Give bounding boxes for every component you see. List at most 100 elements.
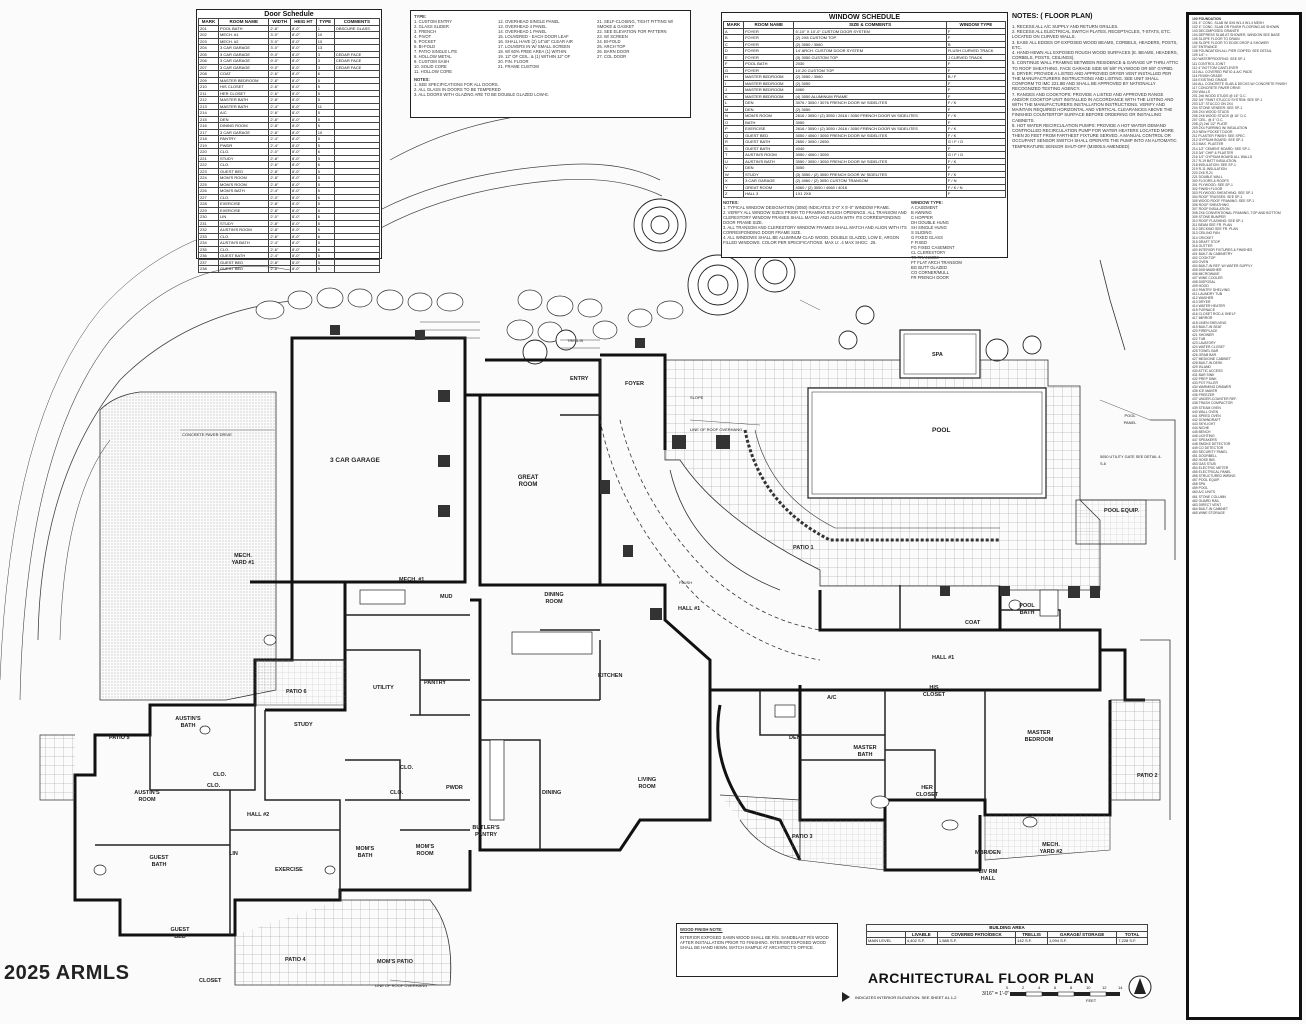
- room-label-clo1: CLO.: [213, 772, 227, 778]
- wood-finish-title: WOOD FINISH NOTE:: [680, 927, 723, 932]
- spec-legend-line: 435 ICE MAKER: [1192, 389, 1218, 394]
- door-type-item: 21. SELF-CLOSING, TIGHT FITTING W/: [597, 19, 674, 24]
- spec-legend-line: 464 BUILT-IN CABINET: [1192, 506, 1228, 511]
- elevation-marker-icon: [842, 992, 850, 1002]
- window-schedule-cell: MOM'S ROOM: [743, 112, 795, 120]
- door-schedule-cell: 5: [315, 265, 335, 273]
- window-type-item: C HOPPER: [911, 214, 933, 220]
- room-label-patio4: PATIO 4: [285, 957, 306, 963]
- floor-note-item: 8. HOT WATER RECIRCULATION PUMPS: PROVID…: [1012, 122, 1177, 149]
- spec-legend-line: 200 WALLS: [1192, 89, 1210, 94]
- window-schedule-cell: MASTER BEDROOM: [743, 86, 795, 94]
- window-schedule-cell: F: [945, 118, 1007, 126]
- door-type-item: 2. GLASS SLIDER: [414, 24, 449, 29]
- room-label-guest-bed: GUEST BED: [170, 927, 190, 940]
- door-schedule-header: HEIG HT: [289, 18, 317, 26]
- door-schedule-cell: MASTER BATH: [218, 102, 270, 110]
- spec-legend-line: 407 WINE COOLER: [1192, 276, 1223, 280]
- spec-legend-line: 101 4" CONC. SLAB W/ 6X6 W1.4 W1.4 MESH: [1192, 21, 1264, 26]
- room-label-master-bath: MASTER BATH: [853, 745, 877, 758]
- room-label-living-room: LIVING ROOM: [637, 777, 657, 790]
- door-type-item: 16. SHALL HAVE (2) 14"x6" CLEAR AIR: [498, 39, 573, 44]
- scale-mark: 0: [1006, 985, 1009, 990]
- spec-legend-line: 300 FLOORS & ROOFS: [1192, 178, 1229, 183]
- door-type-item: 13. OVERHEAD 4 PANEL: [498, 24, 547, 29]
- building-area-cell: 7,228 S.F.: [1116, 937, 1148, 945]
- legend-note: INDICATES INTERIOR ELEVATION: SEE SHEET …: [855, 995, 957, 1000]
- door-type-item: 23. W/ SCREEN: [597, 34, 628, 39]
- room-label-mud: MUD: [440, 594, 453, 600]
- spec-legend-line: 206 2X6 WOOD STUDS @ 16" O.C.: [1192, 114, 1248, 119]
- door-type-item: 3. FRENCH: [414, 29, 437, 34]
- window-schedule-cell: MASTER BEDROOM: [743, 79, 795, 87]
- spec-legend-line: 434 WARMING DRAWER: [1192, 385, 1232, 390]
- entry-walks: [339, 109, 663, 251]
- spec-legend-line: 220 2X6 R-21: [1192, 170, 1213, 175]
- wood-finish-note: WOOD FINISH NOTE: INTERIOR EXPOSED SAWN …: [676, 923, 838, 977]
- spec-legend-line: 425 TOWEL BAR: [1192, 348, 1219, 353]
- spec-legend-line: 218 INSULATION: SEE SP-1: [1192, 162, 1236, 167]
- room-label-clo3: CLO.: [400, 765, 414, 771]
- floor-plan-notes: NOTES: ( FLOOR PLAN) 1. RECESS ALL A/C S…: [1012, 13, 1180, 238]
- door-schedule-cell: [333, 83, 381, 91]
- window-type-item: BG BUTT GLAZED: [911, 264, 947, 270]
- spec-legend-line: 458 SPA: [1192, 482, 1206, 487]
- label-flush: FLUSH: [679, 580, 693, 585]
- spec-legend-line: 302 FINISH FLOOR: [1192, 186, 1223, 191]
- room-label-great-room: GREAT ROOM: [517, 475, 539, 488]
- room-label-his-closet: HIS CLOSET: [922, 685, 946, 698]
- spec-legend-line: 429 ISLAND: [1192, 365, 1211, 370]
- window-schedule-cell: F: [945, 92, 1007, 100]
- building-area-cell: MAIN LEVEL: [866, 937, 906, 945]
- floor-note-item: 5. CONTINUE WALL FRAMING BETWEEN RESIDEN…: [1012, 60, 1179, 71]
- building-area-title: BUILDING AREA: [866, 924, 1148, 932]
- spec-legend-line: 313 CEILING FAN: [1192, 231, 1220, 236]
- spec-legend-line: 459 POOL: [1192, 486, 1209, 491]
- room-label-ac: A/C: [827, 695, 837, 701]
- room-label-moms-room: MOM'S ROOM: [415, 844, 435, 857]
- room-label-clo2: CLO.: [207, 783, 221, 789]
- spec-legend-line: 403 OVEN: [1192, 259, 1209, 264]
- spec-legend-line: 113 ALL COVERED PATIO & A/C PADS: [1192, 69, 1252, 74]
- room-label-spa: SPA: [932, 352, 943, 358]
- window-schedule-cell: DEN: [743, 99, 795, 107]
- spec-legend-line: 212 GYPSUM BOARD: SEE SP-1: [1192, 138, 1244, 143]
- spec-legend-line: 109 1/4" =: [1192, 53, 1208, 58]
- room-label-pool: POOL: [932, 427, 951, 434]
- building-area-cell: 1,588 S.F.: [936, 937, 1017, 945]
- spec-legend-line: 207 CEIL. @ 4" O.C.: [1192, 118, 1224, 123]
- window-type-item: S SLIDING: [911, 229, 932, 235]
- room-label-hall1: HALL #1: [678, 606, 701, 612]
- spec-legend-line: 307 ROOF INSULATION: [1192, 207, 1230, 212]
- spec-legend-line: 465 WINE STORAGE: [1192, 510, 1225, 515]
- room-label-dining: DINING: [542, 790, 562, 796]
- room-label-clo4: CLO.: [390, 790, 404, 796]
- door-type-item: 20. FIN. FLOOR: [498, 59, 529, 64]
- spec-legend-line: 401 BUILT-IN CABINETRY: [1192, 251, 1233, 256]
- interior-walls: [95, 360, 1061, 935]
- door-note-item: 3. ALL DOORS WITH GLAZING ARE TO BE DOUB…: [414, 92, 550, 97]
- building-area-cell: 4,402 S.F.: [904, 937, 938, 945]
- door-schedule-cell: HIS CLOSET: [218, 83, 270, 91]
- driveway: [0, 214, 301, 701]
- window-schedule-cell: Z: [722, 190, 745, 198]
- spec-legend-line: 438 TRASH COMPACTOR: [1192, 401, 1233, 406]
- spec-legend-line: 116 ALL CONCRETE SLAB & DECKS W/ CONCRET…: [1192, 81, 1287, 86]
- door-type-item: 26. BARN DOOR: [597, 49, 630, 54]
- room-label-pool-bath: POOL BATH: [1019, 603, 1035, 616]
- spec-legend-line: 312 DECKING SEE FR. PLAN: [1192, 227, 1238, 232]
